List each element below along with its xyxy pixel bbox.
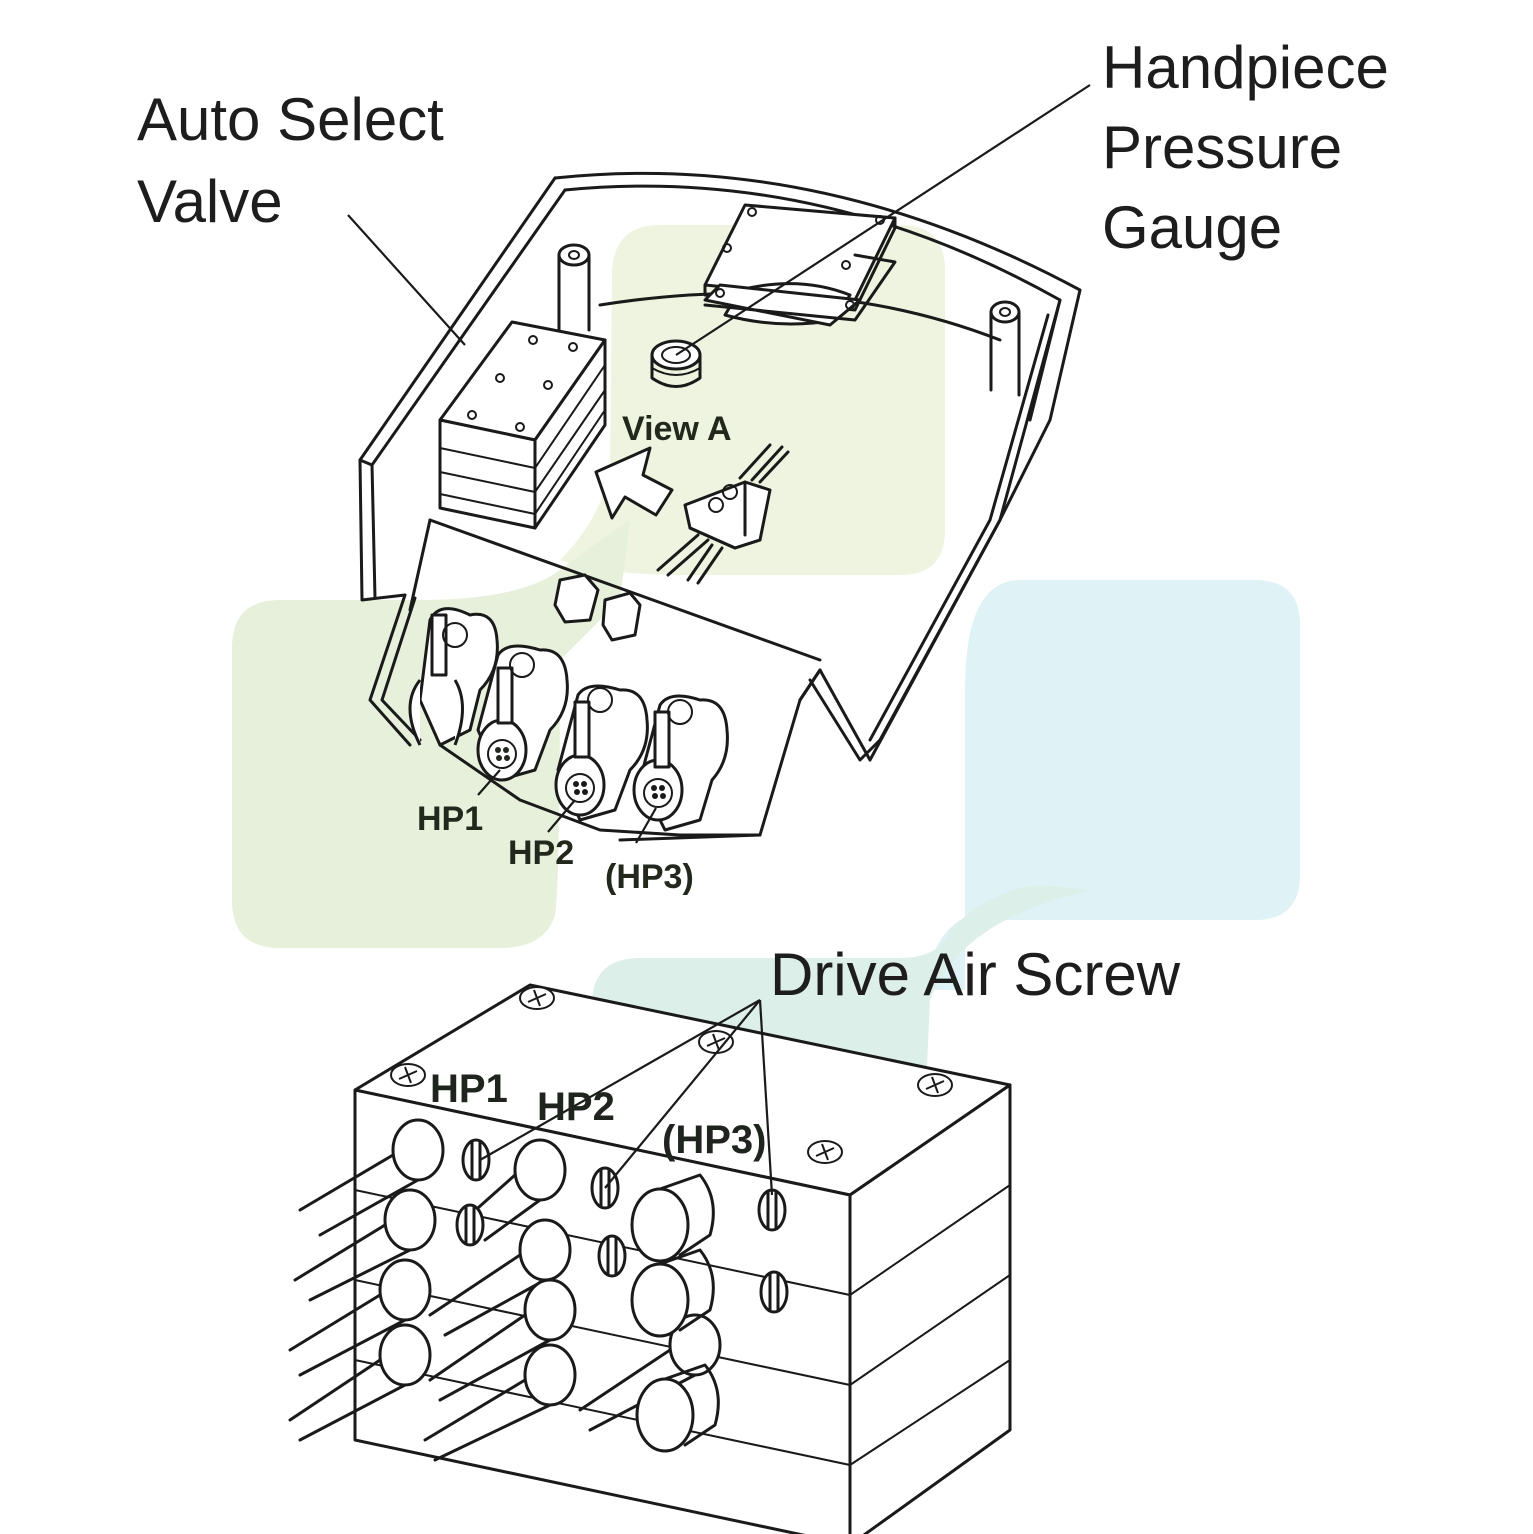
- label-auto-select-valve-line1: Auto Select: [137, 86, 444, 153]
- view-a-arrow: [594, 446, 674, 520]
- label-lower-hp1: HP1: [430, 1067, 508, 1111]
- label-lower-hp2: HP2: [537, 1085, 615, 1129]
- leader-drive-screw-hp2: [604, 999, 761, 1189]
- label-lower-hp3: (HP3): [662, 1118, 766, 1162]
- labels: Auto Select Valve Handpiece Pressure Gau…: [137, 34, 1389, 1162]
- leader-drive-screw-hp3: [758, 999, 774, 1196]
- holder-1: [408, 607, 499, 747]
- tube-connector: [656, 443, 790, 585]
- leader-upper-hp1: [477, 769, 501, 796]
- top-screws: [390, 986, 953, 1164]
- auto-select-valve: [438, 320, 607, 530]
- handpiece-pressure-gauge: [650, 203, 897, 388]
- knobs: [630, 1173, 720, 1453]
- holder-2: [476, 644, 569, 782]
- label-upper-hp3: (HP3): [605, 858, 694, 896]
- leader-drive-screw-hp1: [479, 999, 761, 1161]
- holder-4: [632, 694, 729, 832]
- green-panel: [232, 520, 630, 948]
- label-drive-air-screw: Drive Air Screw: [770, 941, 1181, 1008]
- leader-pressure-gauge: [675, 84, 1091, 356]
- handpiece-holders: [408, 607, 762, 837]
- label-auto-select-valve-line2: Valve: [137, 168, 283, 235]
- lower-manifold: [288, 983, 1012, 1534]
- leader-upper-hp2: [547, 799, 576, 833]
- holder-3: [554, 684, 649, 822]
- leader-auto-select-valve: [347, 214, 466, 346]
- post-right: [989, 300, 1021, 397]
- small-blocks: [553, 573, 642, 642]
- drive-air-screws: [455, 1138, 789, 1314]
- label-pressure-gauge-line2: Pressure: [1102, 114, 1342, 181]
- leader-upper-hp3: [635, 807, 657, 844]
- leader-lines: [347, 84, 1091, 1196]
- label-pressure-gauge-line1: Handpiece: [1102, 34, 1389, 101]
- label-upper-hp1: HP1: [417, 800, 483, 838]
- label-view-a: View A: [622, 410, 732, 448]
- cable-fittings: [288, 1118, 722, 1462]
- post-left: [557, 243, 591, 332]
- label-pressure-gauge-line3: Gauge: [1102, 194, 1282, 261]
- label-upper-hp2: HP2: [508, 834, 574, 872]
- blue-panel: [925, 580, 1300, 990]
